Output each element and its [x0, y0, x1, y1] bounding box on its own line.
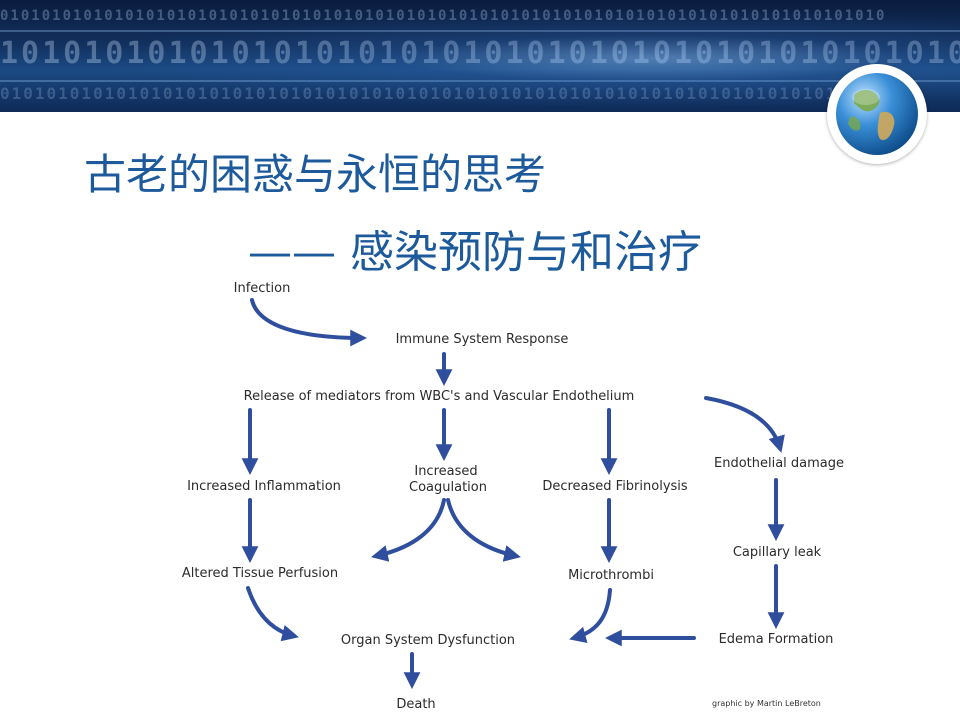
node-increased-coagulation-line2: Coagulation	[409, 480, 487, 495]
node-edema-formation: Edema Formation	[719, 632, 834, 647]
node-immune-response: Immune System Response	[396, 332, 569, 347]
arrow-coagulation-to-perfusion	[371, 498, 446, 562]
node-altered-tissue-perfusion: Altered Tissue Perfusion	[182, 566, 338, 581]
node-organ-dysfunction: Organ System Dysfunction	[341, 633, 515, 648]
node-release-mediators: Release of mediators from WBC's and Vasc…	[244, 389, 635, 404]
slide-subtitle: —— 感染预防与和治疗	[248, 227, 702, 278]
arrow-perfusion-to-organ	[246, 586, 299, 642]
binary-text-row: 0101010101010101010101010101010101010101…	[0, 84, 896, 103]
node-decreased-fibrinolysis: Decreased Fibrinolysis	[542, 479, 688, 494]
banner-stripe	[0, 80, 960, 82]
node-increased-coagulation-line1: Increased	[414, 464, 477, 479]
globe-icon	[836, 73, 918, 155]
node-capillary-leak: Capillary leak	[733, 545, 822, 560]
graphic-credit: graphic by Martin LeBreton	[712, 699, 821, 708]
banner-stripe	[0, 30, 960, 32]
slide-title: 古老的困惑与永恒的思考	[84, 150, 547, 199]
banner-glow	[0, 0, 960, 112]
arrow-infection-to-immune	[250, 298, 368, 347]
arrow-coagulation-to-microthrombi	[446, 498, 521, 562]
binary-text-row: 0101010101010101010101010101010101010101…	[0, 8, 886, 24]
header-banner: 0101010101010101010101010101010101010101…	[0, 0, 960, 112]
node-death: Death	[396, 697, 435, 712]
node-infection: Infection	[234, 281, 291, 296]
node-increased-inflammation: Increased Inflammation	[187, 479, 341, 494]
node-microthrombi: Microthrombi	[568, 568, 654, 583]
binary-text-row: 1010101010101010101010101010101010101010…	[0, 36, 960, 71]
arrow-release-to-endothelial	[704, 396, 785, 453]
node-endothelial-damage: Endothelial damage	[714, 456, 844, 471]
arrow-microthrombi-to-organ	[569, 588, 612, 644]
